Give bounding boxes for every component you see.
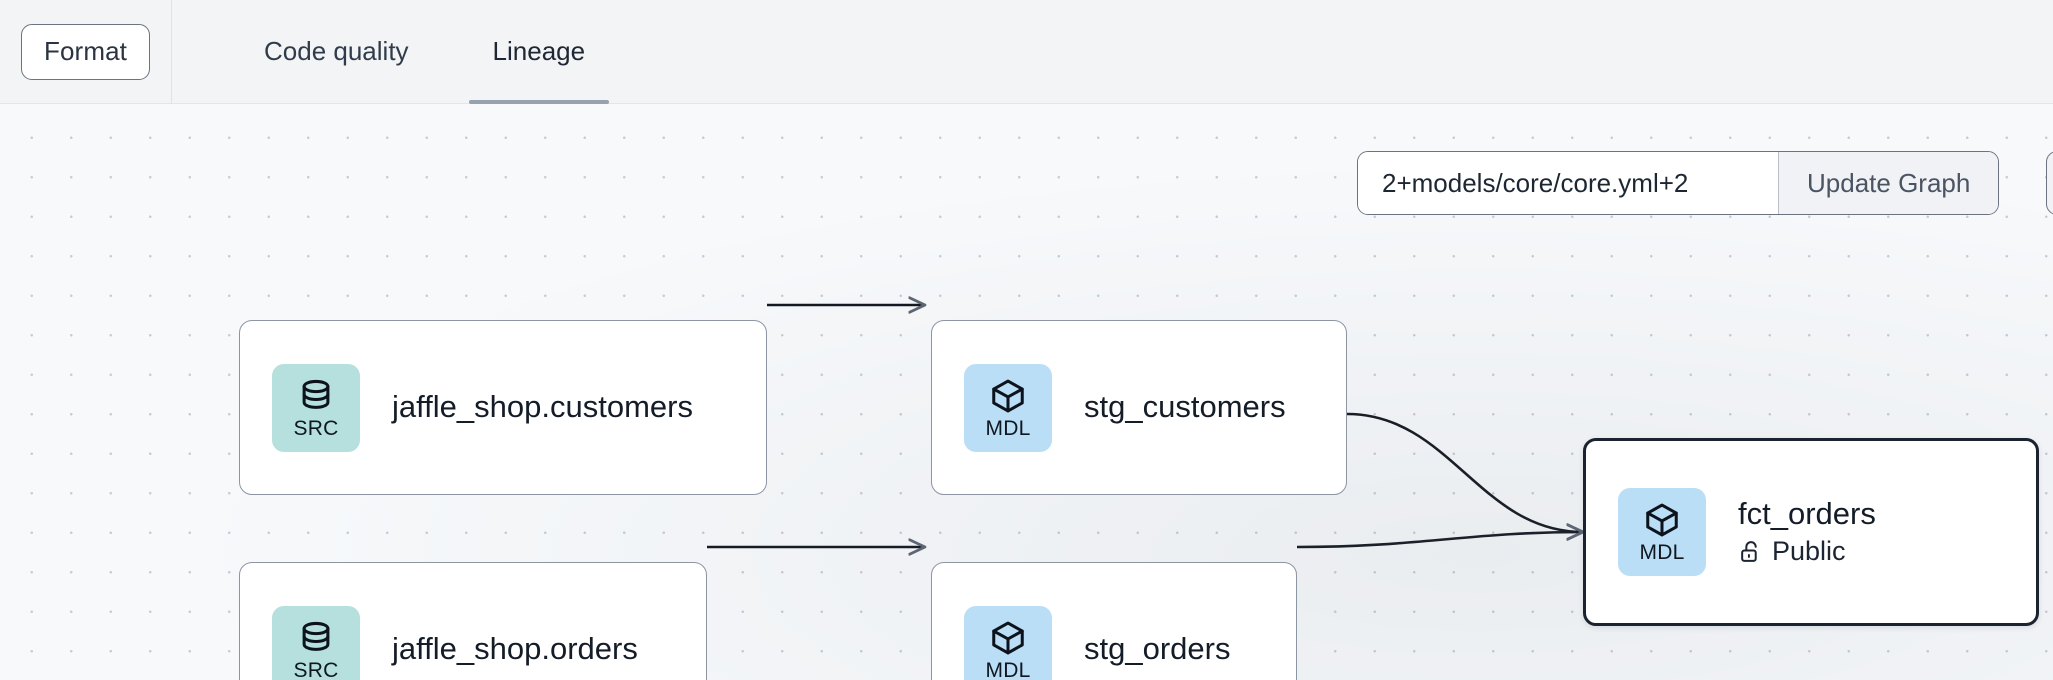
- node-body: jaffle_shop.customers: [392, 389, 693, 425]
- database-icon: [302, 621, 330, 651]
- update-graph-button[interactable]: Update Graph: [1778, 152, 1999, 214]
- badge-label: SRC: [293, 416, 339, 440]
- node-visibility: Public: [1738, 536, 1876, 567]
- node-title: fct_orders: [1738, 495, 1876, 531]
- tab-code-quality[interactable]: Code quality: [264, 36, 409, 66]
- badge-label: MDL: [985, 658, 1031, 680]
- node-title: stg_orders: [1084, 631, 1231, 667]
- node-title: jaffle_shop.customers: [392, 389, 693, 425]
- node-jaffle-shop-customers[interactable]: SRC jaffle_shop.customers: [239, 320, 767, 495]
- badge-src: SRC: [272, 363, 360, 452]
- badge-label: SRC: [293, 658, 339, 680]
- node-stg-orders[interactable]: MDL stg_orders: [931, 562, 1297, 680]
- node-body: fct_orders Public: [1738, 495, 1876, 568]
- badge-mdl: MDL: [964, 605, 1052, 680]
- badge-src: SRC: [272, 605, 360, 680]
- tab-lineage[interactable]: Lineage: [468, 0, 610, 104]
- unlock-icon: [1741, 541, 1757, 563]
- model-selector-input[interactable]: [1358, 152, 1778, 214]
- node-title: jaffle_shop.orders: [392, 631, 638, 667]
- node-stg-customers[interactable]: MDL stg_customers: [931, 320, 1347, 495]
- graph-extra-button[interactable]: [2046, 151, 2053, 215]
- node-jaffle-shop-orders[interactable]: SRC jaffle_shop.orders: [239, 562, 707, 680]
- database-icon: [302, 379, 330, 409]
- edge-stgcustomers-to-fct: [1346, 412, 1583, 532]
- node-body: stg_orders: [1084, 631, 1231, 667]
- node-body: stg_customers: [1084, 389, 1286, 425]
- badge-label: MDL: [1639, 541, 1685, 564]
- badge-mdl: MDL: [1618, 488, 1706, 576]
- cube-icon: [992, 379, 1024, 412]
- edge-stgorders-to-fct: [1296, 532, 1583, 549]
- node-title: stg_customers: [1084, 389, 1286, 425]
- tab-bar: Code quality Lineage: [172, 0, 645, 104]
- edge-layer: [707, 104, 2053, 680]
- graph-control-bar: Update Graph: [1357, 151, 2000, 215]
- visibility-label: Public: [1772, 536, 1846, 567]
- cube-icon: [1646, 503, 1678, 537]
- lineage-canvas[interactable]: SRC jaffle_shop.customers MDL stg_custom…: [0, 104, 2053, 680]
- badge-mdl: MDL: [964, 363, 1052, 452]
- toolbar-header: Format Code quality Lineage: [0, 0, 2053, 104]
- format-button-zone: Format: [0, 0, 172, 104]
- cube-icon: [992, 621, 1024, 654]
- format-button[interactable]: Format: [21, 23, 150, 80]
- node-fct-orders[interactable]: MDL fct_orders Public: [1583, 438, 2039, 626]
- badge-label: MDL: [985, 416, 1031, 440]
- node-body: jaffle_shop.orders: [392, 631, 638, 667]
